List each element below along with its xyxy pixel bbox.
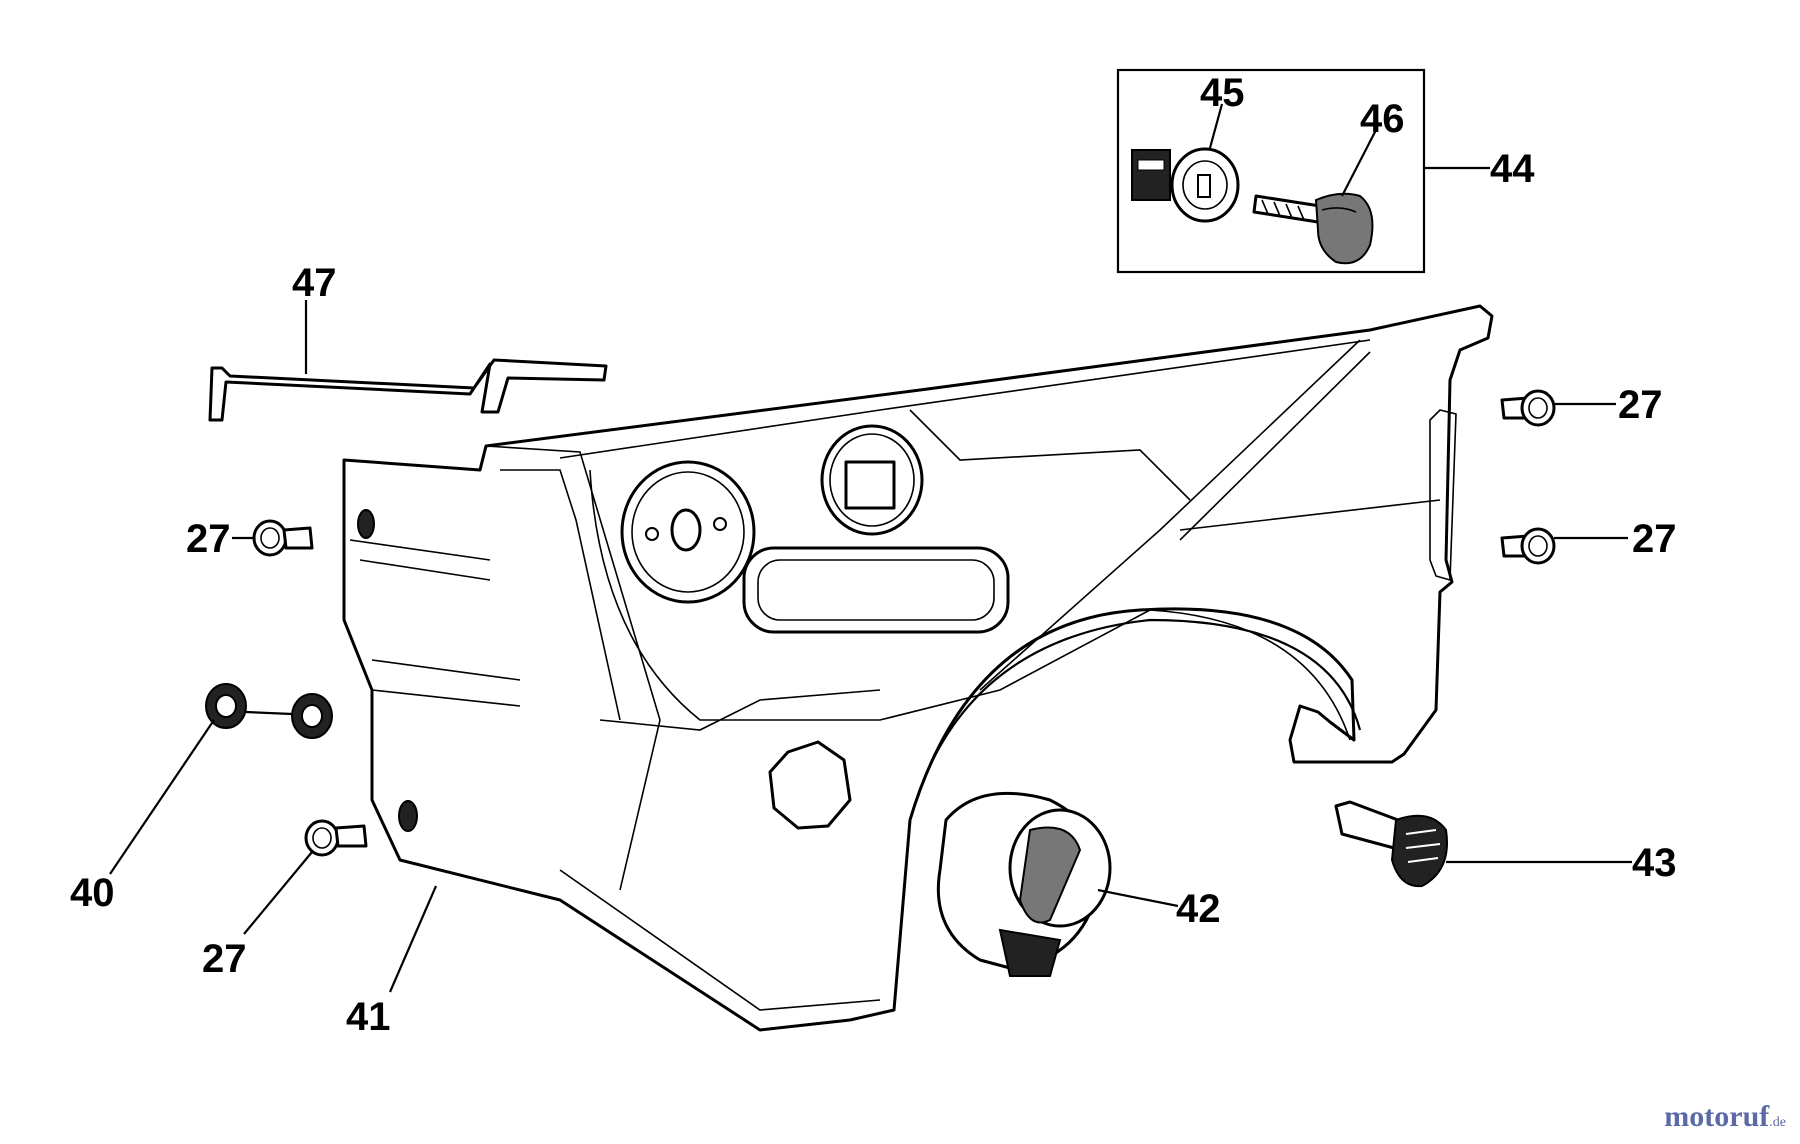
callout-40: 40 [70, 871, 115, 915]
part-47-wire [208, 358, 608, 422]
part-41-cover [342, 304, 1494, 1032]
leader-41 [388, 885, 438, 993]
leader-42 [1097, 888, 1179, 908]
watermark-logo: motoruf.de [1664, 1100, 1786, 1134]
part-46-key [1252, 192, 1374, 265]
callout-47: 47 [292, 261, 337, 305]
kit-box-44 [1116, 68, 1426, 274]
part-42-knob [936, 791, 1112, 977]
callout-27-right-upper: 27 [1618, 383, 1663, 427]
screw-27-left-upper [252, 519, 314, 557]
callout-27-left-lower: 27 [202, 937, 247, 981]
part-40-nuts [205, 683, 333, 739]
callout-42: 42 [1176, 887, 1221, 931]
leader-40 [109, 719, 215, 875]
part-45-grommet [1131, 147, 1240, 223]
watermark-tld: .de [1769, 1115, 1786, 1130]
callout-43: 43 [1632, 841, 1677, 885]
callout-46: 46 [1360, 97, 1405, 141]
watermark-brand: motoruf [1664, 1100, 1770, 1133]
callout-44: 44 [1490, 147, 1535, 191]
callout-41: 41 [346, 995, 391, 1039]
callout-27-left-upper: 27 [186, 517, 231, 561]
leader-46 [1341, 129, 1377, 197]
part-43-clip [1334, 800, 1448, 888]
leader-45 [1208, 103, 1224, 149]
screw-27-right-upper [1500, 389, 1556, 427]
callout-45: 45 [1200, 71, 1245, 115]
leader-27-left-lower [243, 851, 313, 935]
callout-27-right-lower: 27 [1632, 517, 1677, 561]
screw-27-left-lower [304, 819, 368, 857]
screw-27-right-lower [1500, 527, 1556, 565]
